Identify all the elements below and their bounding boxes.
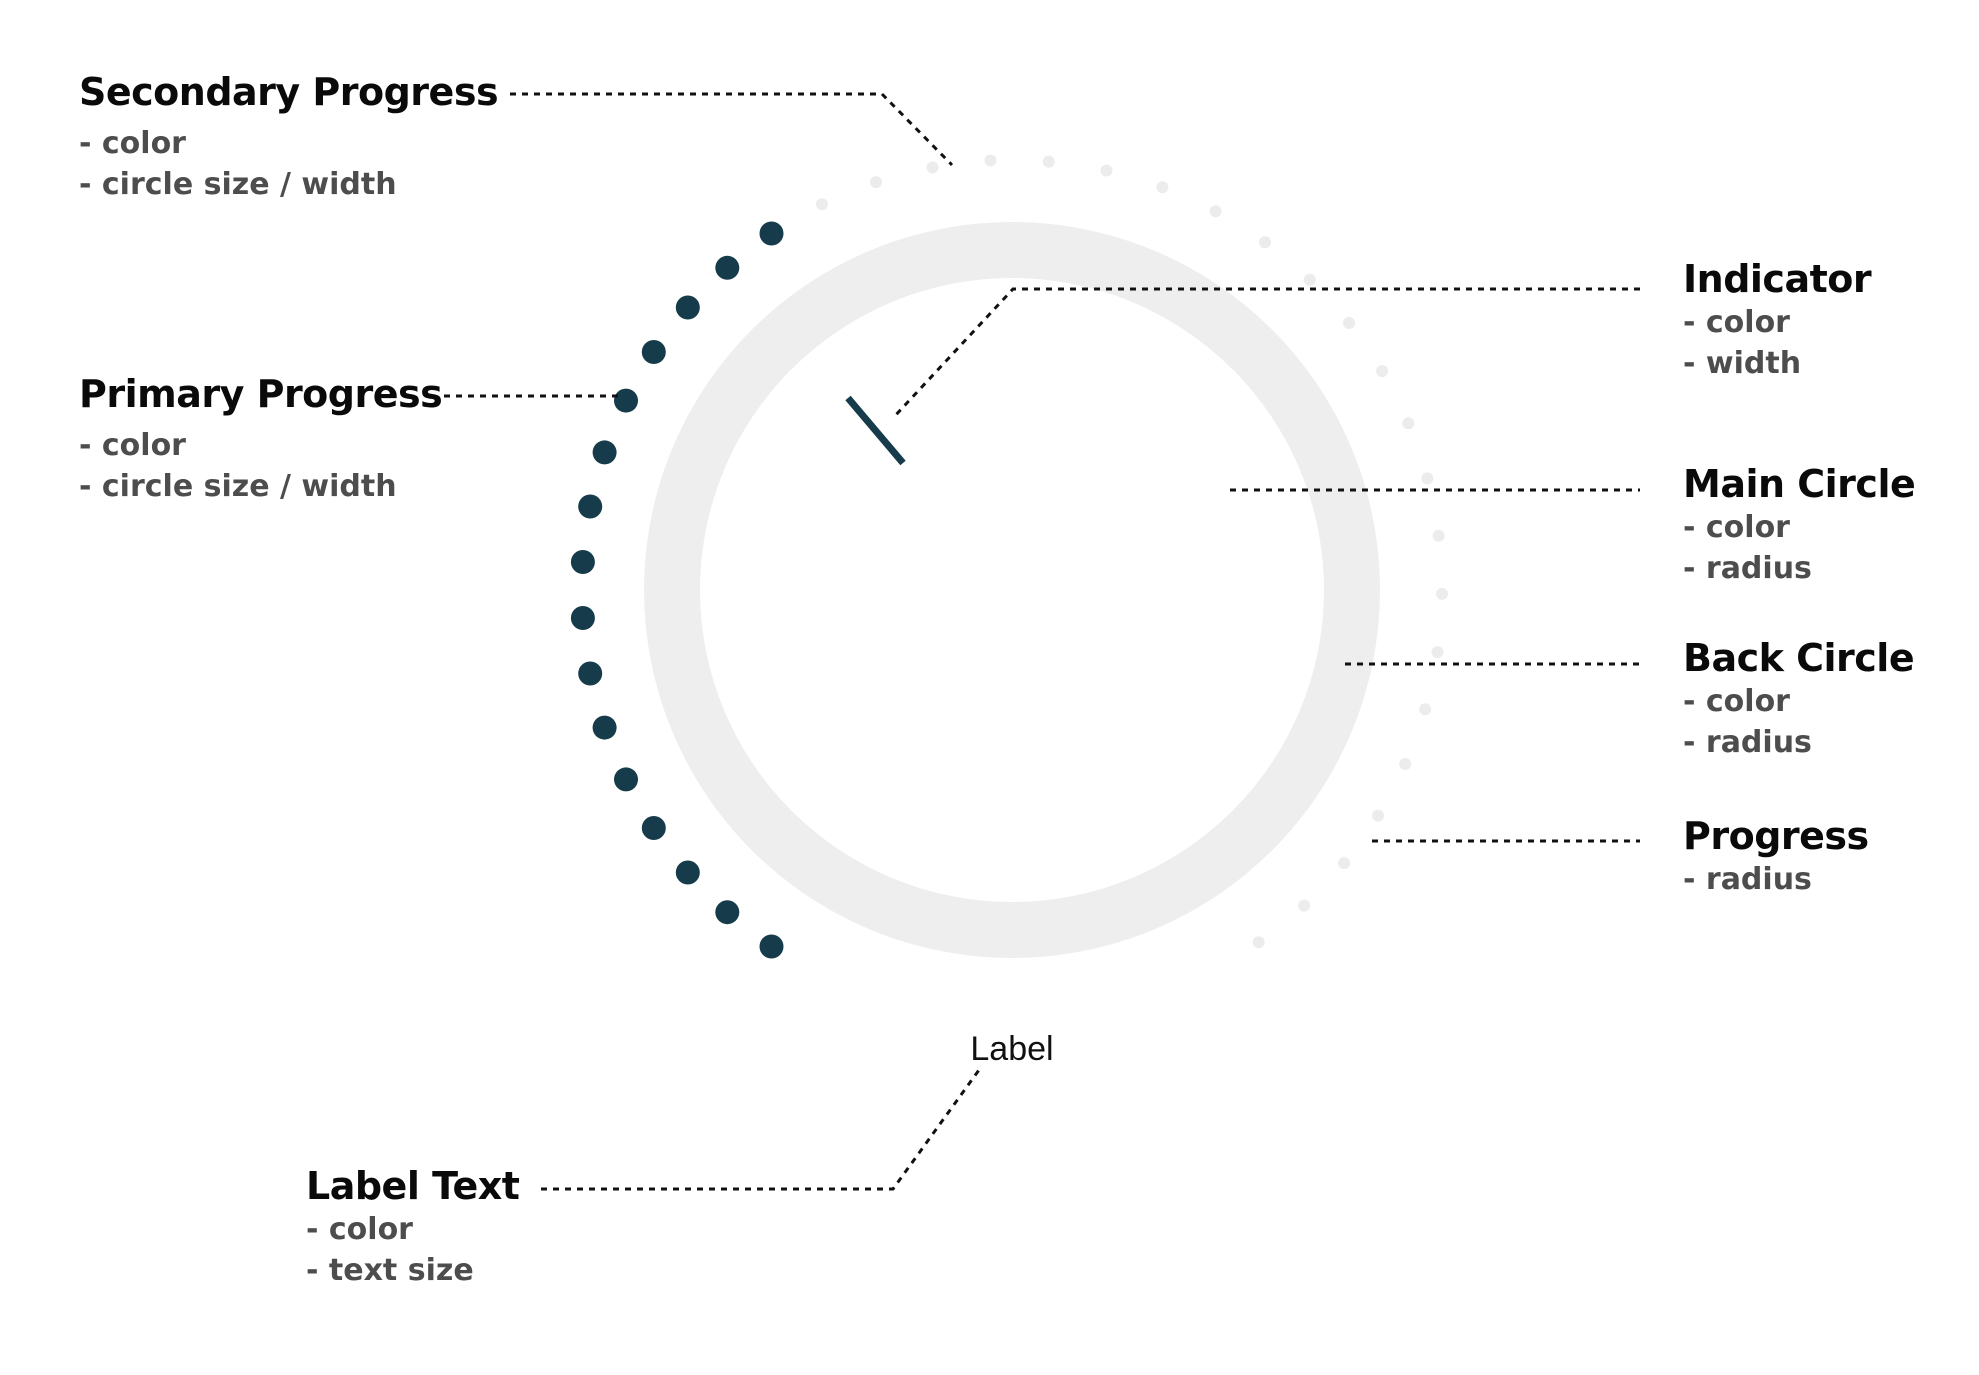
primary-progress-dot [570,606,595,630]
secondary-progress-dot [1259,236,1271,249]
primary-progress-dot [592,440,617,465]
secondary-progress-dot [1419,703,1432,716]
leader-lines [444,92,1640,1191]
secondary-progress-dot [1372,809,1384,822]
primary-progress-dot [759,221,784,246]
annotation-main-circle: Main Circle - color - radius [1683,462,1916,589]
annotation-property: - radius [1683,724,1812,760]
annotation-properties: - color - circle size / width [79,425,442,507]
secondary-progress-dot [1376,365,1389,378]
annotation-title: Primary Progress [79,372,443,416]
secondary-progress-dot [1421,472,1434,485]
annotation-indicator: Indicator - color - width [1683,257,1872,384]
secondary-progress-dot [1431,646,1444,659]
secondary-progress-dot [816,198,828,211]
primary-progress-dots [570,221,784,959]
primary-progress-dot [715,255,740,280]
secondary-progress-dot [1042,155,1055,168]
secondary-progress-dot [1432,529,1445,542]
annotation-properties: - radius [1683,859,1869,900]
annotation-properties: - color - width [1683,302,1871,384]
secondary-progress-dot [1399,758,1412,770]
annotation-secondary-progress: Secondary Progress - color - circle size… [79,70,499,205]
annotation-property: - color [306,1211,413,1247]
secondary-progress-dot [1100,164,1113,177]
annotation-back-circle: Back Circle - color - radius [1683,636,1915,763]
annotation-label-text: Label Text - color - text size [306,1164,520,1291]
secondary-progress-dot [1156,181,1169,194]
annotation-properties: - color - text size [306,1209,519,1291]
secondary-progress-dot [1298,899,1311,912]
primary-progress-dot [614,388,638,413]
annotation-properties: - color - radius [1683,507,1915,589]
annotation-primary-progress: Primary Progress - color - circle size /… [79,372,443,507]
annotation-property: - color [1683,304,1790,340]
annotation-title: Back Circle [1683,636,1915,680]
secondary-progress-dot [984,154,997,167]
primary-progress-dot [578,494,603,519]
primary-progress-dot [578,661,603,686]
leader-line-secondary-progress [510,92,954,167]
secondary-progress-dot [1252,936,1265,949]
primary-progress-dot [715,900,740,925]
annotation-title: Indicator [1683,257,1872,301]
annotation-property: - color [1683,509,1790,545]
secondary-progress-dot [1436,587,1448,600]
annotation-title: Progress [1683,814,1869,858]
leader-line-label-text [541,1069,981,1191]
knob: Label [570,154,1448,1068]
indicator[interactable] [845,395,906,466]
leader-line-indicator [891,287,1640,420]
secondary-progress-dots [765,154,1448,949]
primary-progress-dot [675,860,700,885]
annotation-property: - color [79,125,186,161]
annotation-progress: Progress - radius [1683,814,1869,900]
main-circle [700,278,1324,902]
secondary-progress-dot [1303,273,1316,286]
annotation-property: - circle size / width [79,468,397,504]
primary-progress-dot [570,550,595,574]
secondary-progress-dot [1343,317,1355,329]
primary-progress-dot [675,295,700,320]
annotation-title: Main Circle [1683,462,1916,506]
annotation-property: - text size [306,1252,474,1288]
annotation-property: - radius [1683,550,1812,586]
annotation-properties: - color - radius [1683,681,1914,763]
annotation-title: Label Text [306,1164,520,1208]
annotation-title: Secondary Progress [79,70,499,114]
primary-progress-dot [614,767,638,792]
secondary-progress-dot [1338,857,1351,870]
primary-progress-dot [592,715,617,740]
annotation-property: - radius [1683,861,1812,897]
primary-progress-dot [641,340,666,364]
secondary-progress-dot [1402,417,1415,430]
primary-progress-dot [641,816,666,840]
annotation-properties: - color - circle size / width [79,123,498,205]
knob-label: Label [970,1030,1053,1068]
primary-progress-dot [759,934,784,959]
secondary-progress-dot [870,176,882,189]
annotation-property: - color [1683,683,1790,719]
annotation-property: - color [79,427,186,463]
secondary-progress-dot [926,161,939,174]
secondary-progress-dot [1209,205,1222,218]
annotation-property: - circle size / width [79,166,397,202]
annotation-property: - width [1683,345,1802,381]
